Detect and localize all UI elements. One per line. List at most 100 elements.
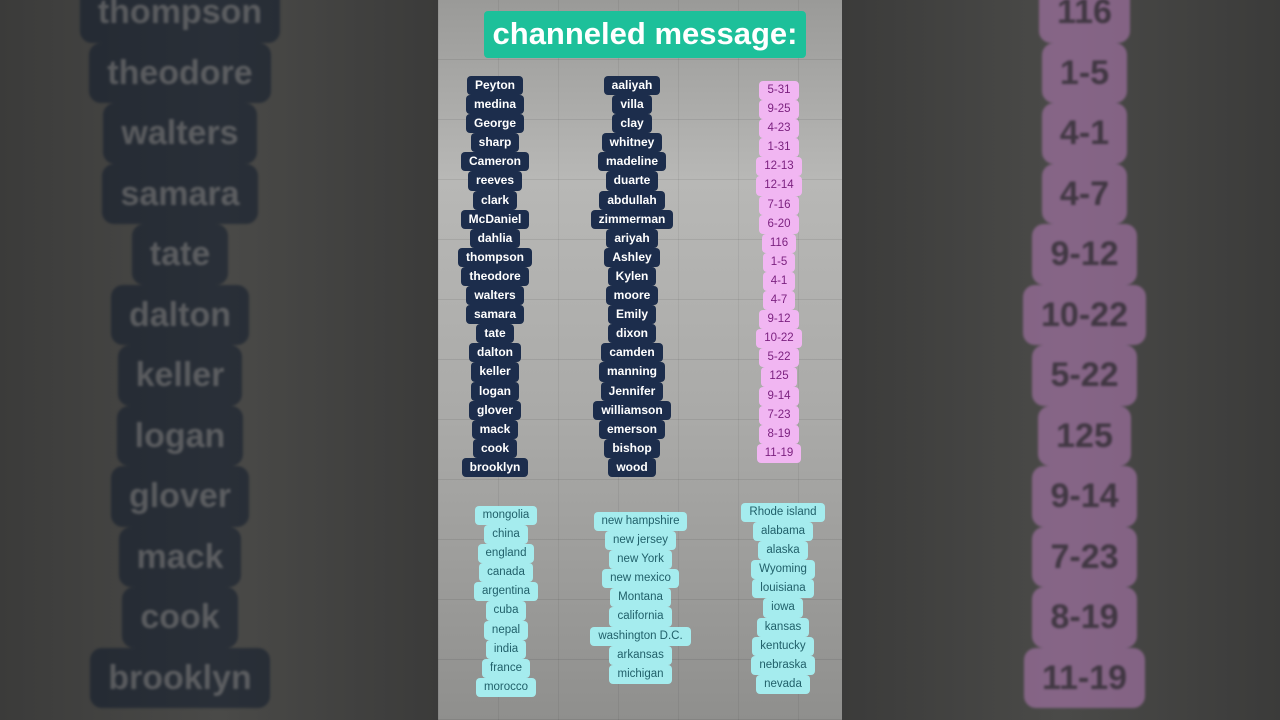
blurred-date-label: 9-14 <box>1032 466 1137 527</box>
date-label: 7-16 <box>759 195 799 215</box>
date-label: 7-23 <box>759 405 799 425</box>
blurred-name-label: thompson <box>79 0 281 43</box>
name-label: sharp <box>470 133 520 153</box>
name-label: samara <box>465 305 525 325</box>
blurred-name-label: theodore <box>89 42 271 103</box>
blurred-date-label: 8-19 <box>1032 587 1137 648</box>
country-label: india <box>485 639 527 659</box>
state-label: new jersey <box>605 531 676 551</box>
state-label: kentucky <box>752 636 814 656</box>
country-label: england <box>477 544 535 564</box>
blurred-date-label: 1-5 <box>1041 42 1128 103</box>
date-label: 5-22 <box>759 348 799 368</box>
name-label: tate <box>476 324 514 344</box>
state-label: nevada <box>756 674 810 694</box>
name-label: Ashley <box>604 247 660 267</box>
name-label: madeline <box>597 152 667 172</box>
date-label: 10-22 <box>756 329 802 349</box>
name-label: abdullah <box>599 190 665 210</box>
name-label: dixon <box>608 324 656 344</box>
name-label: Emily <box>607 305 656 325</box>
blurred-date-label: 4-1 <box>1041 103 1128 164</box>
name-label: walters <box>466 286 524 306</box>
name-label: Cameron <box>460 152 529 172</box>
blurred-date-label: 10-22 <box>1023 284 1146 345</box>
country-label: morocco <box>475 677 537 697</box>
blurred-date-label: 116 <box>1039 0 1130 43</box>
name-label: clay <box>612 114 652 134</box>
blurred-date-label: 125 <box>1038 405 1131 466</box>
blurred-date-label: 9-12 <box>1032 224 1137 285</box>
state-label: Montana <box>610 588 671 608</box>
name-label: dahlia <box>469 228 521 248</box>
name-label: theodore <box>461 266 529 287</box>
title-banner: channeled message: <box>484 11 806 58</box>
date-label: 8-19 <box>759 424 799 444</box>
date-label: 1-5 <box>762 252 796 272</box>
name-label: emerson <box>598 419 666 439</box>
blurred-name-label: glover <box>110 466 250 527</box>
blurred-name-label: samara <box>102 163 258 224</box>
date-label: 125 <box>761 367 797 387</box>
blurred-name-label: mack <box>118 526 242 587</box>
name-label: whitney <box>601 133 663 153</box>
blurred-date-label: 5-22 <box>1032 345 1137 406</box>
name-label: McDaniel <box>460 209 530 229</box>
date-label: 12-14 <box>756 176 802 196</box>
name-label: mack <box>471 419 519 439</box>
name-label: camden <box>601 343 663 363</box>
state-label: washington D.C. <box>590 626 691 646</box>
name-label: clark <box>472 190 518 210</box>
name-label: duarte <box>605 171 659 191</box>
name-label: Peyton <box>466 76 523 96</box>
date-label: 9-12 <box>759 310 799 330</box>
blurred-name-label: tate <box>131 224 229 285</box>
date-label: 5-31 <box>759 81 799 101</box>
name-label: dalton <box>469 343 521 363</box>
name-label: manning <box>599 362 665 382</box>
country-label: canada <box>479 563 533 583</box>
date-label: 9-14 <box>759 386 799 406</box>
country-label: argentina <box>474 582 538 602</box>
state-label: Rhode island <box>741 503 825 523</box>
state-label: new York <box>609 550 672 570</box>
blurred-date-label: 4-7 <box>1041 163 1128 224</box>
name-label: aaliyah <box>603 76 661 96</box>
country-label: cuba <box>485 601 527 621</box>
name-label: glover <box>468 400 521 420</box>
country-label: france <box>482 658 530 678</box>
date-label: 116 <box>761 233 797 253</box>
name-label: zimmerman <box>590 209 674 229</box>
blurred-name-label: walters <box>103 103 257 164</box>
name-label: Kylen <box>607 266 657 287</box>
name-label: logan <box>471 381 519 401</box>
date-label: 1-31 <box>759 138 799 158</box>
name-label: reeves <box>467 171 523 191</box>
name-label: George <box>465 114 524 134</box>
name-label: brooklyn <box>461 457 529 477</box>
state-label: alaska <box>758 541 808 561</box>
name-label: wood <box>608 457 656 477</box>
blurred-name-label: brooklyn <box>90 647 270 708</box>
date-label: 12-13 <box>756 157 802 177</box>
name-label: Jennifer <box>600 381 664 401</box>
name-label: ariyah <box>606 228 658 248</box>
blurred-date-label: 7-23 <box>1032 526 1137 587</box>
date-label: 4-1 <box>762 271 796 292</box>
blurred-name-label: cook <box>122 587 238 648</box>
blurred-date-label: 11-19 <box>1023 647 1146 708</box>
country-label: mongolia <box>474 506 538 526</box>
state-label: kansas <box>756 617 810 637</box>
date-label: 4-23 <box>759 119 799 139</box>
state-label: michigan <box>609 664 672 684</box>
name-label: thompson <box>458 247 532 267</box>
